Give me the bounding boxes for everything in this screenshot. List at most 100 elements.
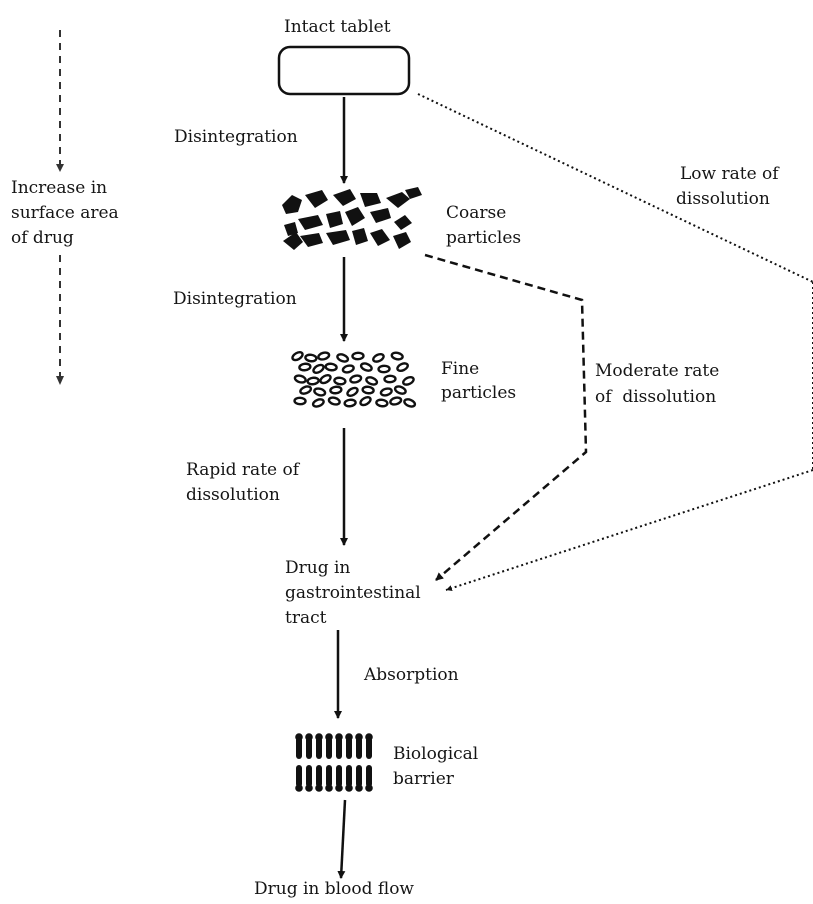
lipid-head-top — [295, 733, 303, 741]
lipid-head-top — [335, 733, 343, 741]
fine-particle — [365, 376, 379, 386]
lipid-head-top — [365, 733, 373, 741]
fine-particle — [291, 351, 304, 362]
fine-particle — [324, 362, 338, 372]
lipid-top — [356, 737, 362, 759]
edge-low-line-2: dissolution — [676, 189, 770, 209]
node-coarse-line-2: particles — [446, 228, 522, 248]
fine-particle — [306, 376, 320, 386]
fine-particle — [375, 398, 389, 408]
lipid-head-top — [315, 733, 323, 741]
lipid-head-bottom — [355, 784, 363, 792]
fine-particle — [389, 396, 403, 406]
edge-moderate-line-1: Moderate rate — [595, 361, 720, 381]
fine-particle — [299, 385, 313, 395]
lipid-bottom — [366, 765, 372, 787]
lipid-top — [366, 737, 372, 759]
edge-disintegration-1: Disintegration — [174, 127, 298, 147]
lipid-head-bottom — [365, 784, 373, 792]
fine-particle — [319, 374, 332, 385]
lipid-head-bottom — [335, 784, 343, 792]
edge-rapid-line-1: Rapid rate of — [186, 460, 300, 480]
edge-rapid-line-2: dissolution — [186, 485, 280, 505]
node-barrier-line-1: Biological — [393, 744, 479, 764]
lipid-head-top — [325, 733, 333, 741]
fine-particle — [293, 396, 307, 406]
arrow-moderate-dissolution — [424, 253, 588, 581]
fine-particle — [359, 362, 373, 372]
lipid-head-bottom — [325, 784, 333, 792]
edge-disintegration-2: Disintegration — [173, 289, 297, 309]
edge-moderate-line-2: of dissolution — [595, 387, 717, 407]
side-note-line-3: of drug — [11, 228, 74, 248]
fine-particle — [313, 387, 327, 397]
fine-particle — [343, 398, 357, 408]
fine-particle — [379, 387, 393, 397]
side-note-line-1: Increase in — [11, 178, 108, 198]
fine-particle — [377, 364, 391, 374]
fine-particles-icon — [291, 351, 417, 408]
node-intact-tablet: Intact tablet — [284, 17, 391, 37]
fine-particle — [346, 386, 359, 397]
node-gi-line-1: Drug in — [285, 558, 351, 578]
fine-particle — [361, 385, 375, 395]
lipid-bottom — [316, 765, 322, 787]
edge-absorption: Absorption — [364, 665, 459, 685]
coarse-particles-icon — [282, 187, 422, 250]
fine-particle — [393, 385, 407, 395]
fine-particle — [383, 374, 397, 384]
lipid-head-top — [345, 733, 353, 741]
fine-particle — [341, 364, 355, 374]
node-fine-line-2: particles — [441, 383, 517, 403]
lipid-bottom — [306, 765, 312, 787]
fine-particle — [333, 376, 347, 386]
node-fine-line-1: Fine — [441, 359, 480, 379]
node-coarse-line-1: Coarse — [446, 203, 507, 223]
arrow-barrier-to-blood — [337, 799, 347, 879]
fine-particle — [329, 385, 343, 395]
biological-barrier-icon — [295, 733, 373, 792]
fine-particle — [390, 351, 404, 361]
lipid-bottom — [296, 765, 302, 787]
lipid-head-bottom — [345, 784, 353, 792]
fine-particle — [396, 362, 409, 373]
lipid-head-bottom — [295, 784, 303, 792]
lipid-bottom — [336, 765, 342, 787]
lipid-top — [336, 737, 342, 759]
node-gi-line-3: tract — [285, 608, 327, 628]
lipid-bottom — [326, 765, 332, 787]
lipid-head-bottom — [315, 784, 323, 792]
fine-particle — [312, 363, 325, 374]
lipid-bottom — [356, 765, 362, 787]
fine-particle — [402, 375, 415, 386]
fine-particle — [359, 396, 372, 407]
lipid-bottom — [346, 765, 352, 787]
lipid-top — [346, 737, 352, 759]
surface-area-arrow — [56, 30, 64, 385]
node-barrier-line-2: barrier — [393, 769, 454, 789]
fine-particle — [349, 374, 363, 384]
fine-particle — [336, 353, 350, 363]
tablet-shape — [277, 45, 411, 96]
lipid-head-bottom — [305, 784, 313, 792]
fine-particle — [293, 374, 307, 384]
fine-particle — [317, 351, 331, 361]
lipid-top — [316, 737, 322, 759]
fine-particle — [311, 398, 325, 408]
fine-particle — [372, 352, 385, 363]
lipid-top — [306, 737, 312, 759]
lipid-head-top — [355, 733, 363, 741]
lipid-top — [296, 737, 302, 759]
fine-particle — [327, 396, 341, 406]
fine-particle — [351, 351, 365, 361]
fine-particle — [304, 353, 318, 363]
lipid-top — [326, 737, 332, 759]
edge-low-line-1: Low rate of — [680, 164, 779, 184]
lipid-head-top — [305, 733, 313, 741]
arrow-low-dissolution-return — [445, 469, 813, 591]
fine-particle — [403, 398, 417, 408]
side-note-line-2: surface area — [11, 203, 119, 223]
fine-particle — [298, 362, 312, 372]
